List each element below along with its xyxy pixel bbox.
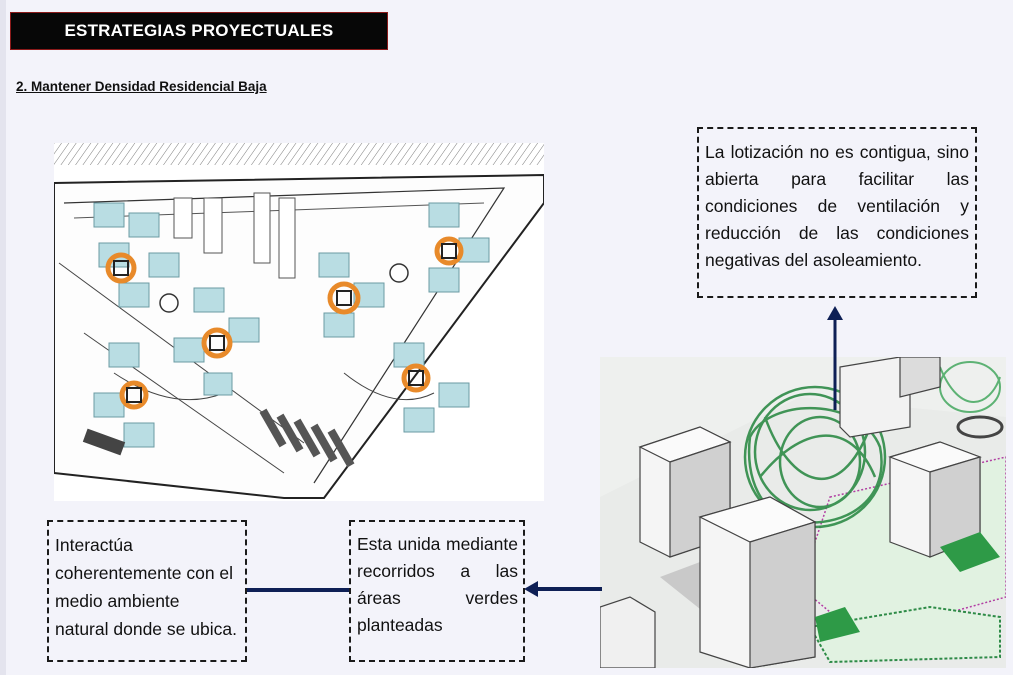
massing-model-image: [600, 357, 1006, 668]
note-line: reducción de las condiciones: [705, 223, 969, 243]
note-line: La lotización no es contigua, sino: [705, 142, 969, 162]
connector-line: [247, 588, 350, 592]
left-arrow-icon: [524, 580, 602, 603]
note-line: negativas del asoleamiento.: [705, 250, 922, 270]
note-line: Interactúa: [55, 535, 133, 555]
note-line: Esta unida mediante: [357, 534, 518, 554]
note-line: recorridos a las: [357, 561, 518, 581]
up-arrow-icon: [826, 306, 844, 415]
note-line: planteadas: [357, 615, 443, 635]
note-routes: Esta unida mediante recorridos a las áre…: [349, 520, 525, 662]
note-ventilation: La lotización no es contigua, sino abier…: [697, 127, 977, 298]
note-line: coherentemente con el: [55, 563, 234, 583]
note-environment: Interactúa coherentemente con el medio a…: [47, 520, 247, 662]
page-edge: [0, 0, 6, 675]
note-line: condiciones de ventilación y: [705, 196, 969, 216]
page-title: ESTRATEGIAS PROYECTUALES: [10, 12, 388, 50]
note-line: áreas verdes: [357, 588, 518, 608]
site-plan-image: [54, 143, 544, 501]
note-line: abierta para facilitar las: [705, 169, 969, 189]
note-line: natural donde se ubica.: [55, 619, 237, 639]
section-subtitle: 2. Mantener Densidad Residencial Baja: [16, 79, 267, 94]
note-line: medio ambiente: [55, 591, 180, 611]
